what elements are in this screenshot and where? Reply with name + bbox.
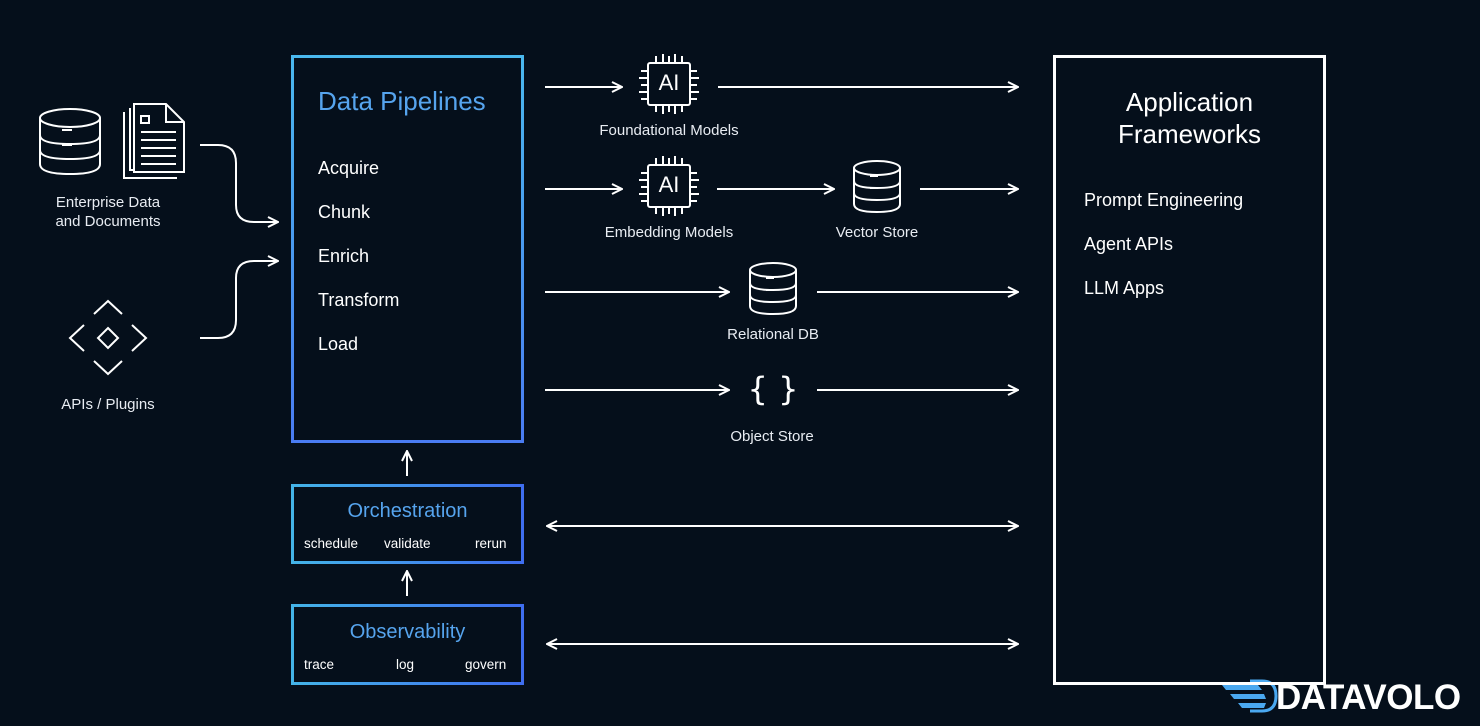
apis-plugins-label: APIs / Plugins <box>61 396 155 413</box>
datavolo-logo-text: DATAVOLO <box>1276 678 1461 717</box>
observability-item-govern: govern <box>465 657 507 672</box>
ai-chip-text: AI <box>658 70 680 95</box>
app-item-prompt-engineering: Prompt Engineering <box>1084 190 1244 210</box>
embedding-models-label: Embedding Models <box>604 224 734 241</box>
pipeline-step-enrich: Enrich <box>318 246 370 266</box>
app-title-line-1: Application <box>1125 87 1254 117</box>
object-store-label: Object Store <box>730 428 814 445</box>
app-item-agent-apis: Agent APIs <box>1084 234 1174 254</box>
documents-icon <box>123 103 185 179</box>
datavolo-logo-d <box>1250 679 1278 713</box>
enterprise-label-line-1: Enterprise Data <box>55 194 161 211</box>
app-title-line-2: Frameworks <box>1117 119 1261 149</box>
orchestration-item-rerun: rerun <box>475 536 507 551</box>
application-frameworks-title: Application Frameworks <box>1056 86 1323 150</box>
plugin-icon <box>68 299 148 376</box>
vector-store-label: Vector Store <box>835 224 919 241</box>
pipeline-step-chunk: Chunk <box>318 202 371 222</box>
enterprise-label-line-2: and Documents <box>55 213 161 230</box>
data-pipelines-box: Data Pipelines Acquire Chunk Enrich Tran… <box>291 55 524 443</box>
enterprise-data-label: Enterprise Data and Documents <box>38 193 178 231</box>
pipeline-step-load: Load <box>318 334 359 354</box>
observability-title: Observability <box>349 621 466 643</box>
braces-icon: { } <box>747 370 799 408</box>
ai-chip-icon <box>639 54 699 114</box>
vector-store-icon <box>853 160 901 214</box>
arrow-enterprise-to-pipelines <box>200 144 278 222</box>
pipeline-step-acquire: Acquire <box>318 158 380 178</box>
ai-chip-text: AI <box>658 172 680 197</box>
relational-db-icon <box>749 262 797 316</box>
observability-box: Observability trace log govern <box>291 604 524 685</box>
application-frameworks-box: Application Frameworks Prompt Engineerin… <box>1053 55 1326 685</box>
observability-item-log: log <box>396 657 415 672</box>
orchestration-item-validate: validate <box>384 536 431 551</box>
database-icon <box>39 108 101 176</box>
arrow-apis-to-pipelines <box>200 261 278 339</box>
pipeline-step-transform: Transform <box>318 290 400 310</box>
ai-chip-icon <box>639 156 699 216</box>
orchestration-box: Orchestration schedule validate rerun <box>291 484 524 564</box>
orchestration-title: Orchestration <box>347 500 468 522</box>
observability-item-trace: trace <box>304 657 335 672</box>
relational-db-label: Relational DB <box>727 326 819 343</box>
foundational-models-label: Foundational Models <box>599 122 739 139</box>
datavolo-logo-mark <box>1222 685 1266 708</box>
orchestration-item-schedule: schedule <box>304 536 359 551</box>
app-item-llm-apps: LLM Apps <box>1084 278 1165 298</box>
data-pipelines-title: Data Pipelines <box>318 86 486 116</box>
